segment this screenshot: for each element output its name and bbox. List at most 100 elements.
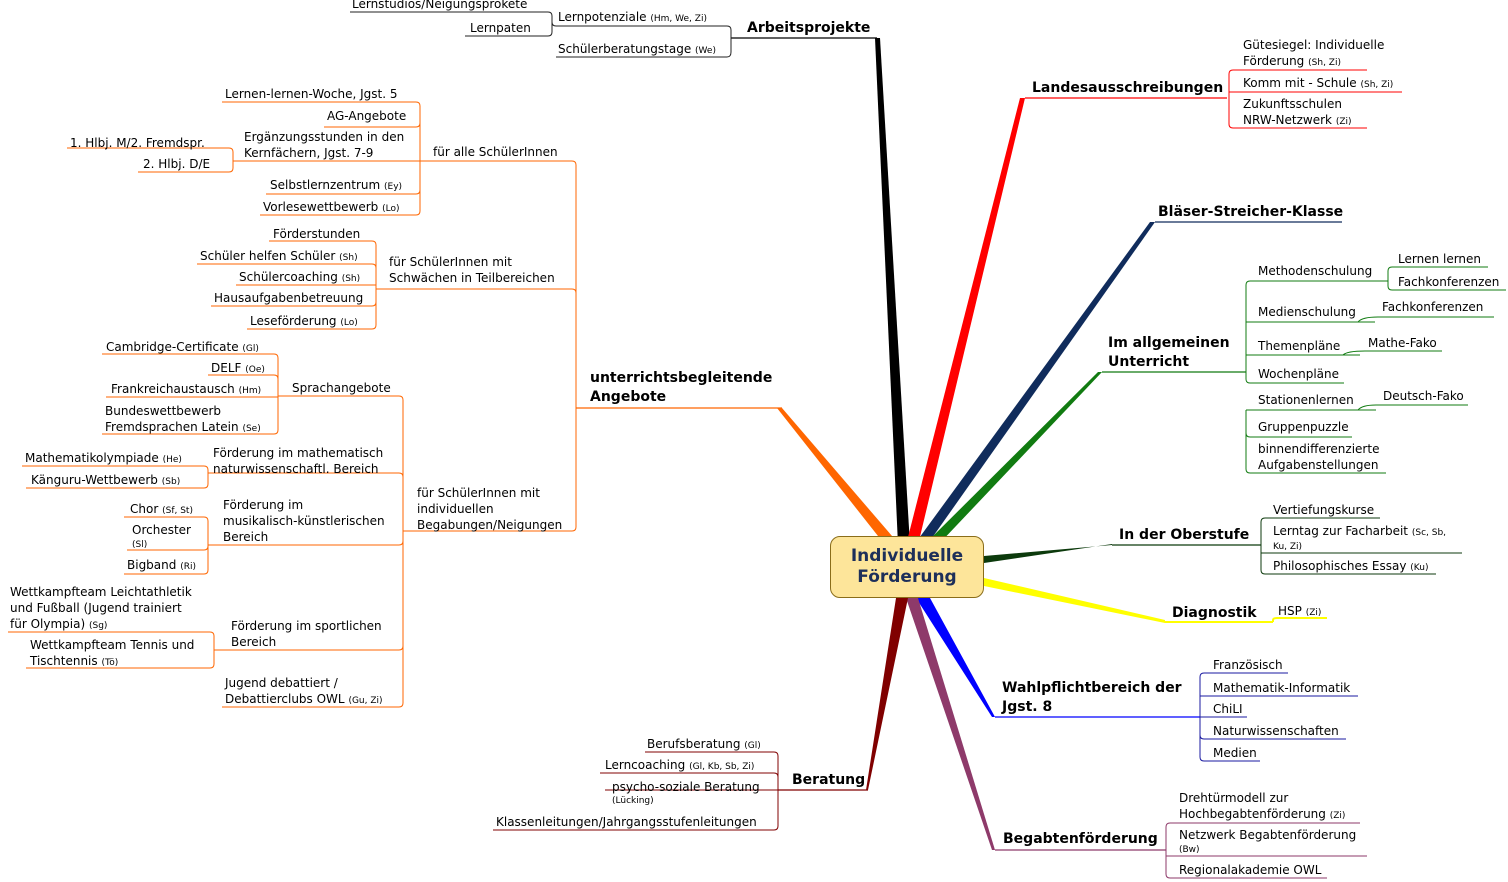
node-hsp[interactable]: HSP (Zi): [1278, 603, 1321, 621]
label: Schülerberatungstage: [558, 42, 692, 56]
node-fuer-alle-schuelerinnen[interactable]: für alle SchülerInnen: [433, 145, 558, 159]
node-jugend-debattiert[interactable]: Jugend debattiert /Debattierclubs OWL (G…: [225, 675, 383, 709]
node-lesefoerderung[interactable]: Leseförderung (Lo): [250, 313, 358, 331]
node-fachkonferenzen-1[interactable]: Fachkonferenzen: [1398, 275, 1500, 289]
label: Ergänzungsstunden in den: [244, 130, 405, 144]
branch-arbeitsprojekte: [875, 38, 910, 545]
node-foerderstunden[interactable]: Förderstunden: [273, 227, 361, 241]
node-lernen-lernen[interactable]: Lernen lernen: [1398, 252, 1482, 266]
branch-diagnostik: [984, 578, 1165, 623]
label: Chor: [130, 502, 159, 516]
owner: (Gl): [242, 344, 259, 354]
owner: (Sg): [88, 621, 108, 631]
node-lernstudios[interactable]: Lernstudios/Neigungsprokete: [352, 0, 528, 11]
central-topic[interactable]: Individuelle Förderung: [830, 536, 984, 598]
topic-landesausschreibungen[interactable]: Landesausschreibungen: [1032, 80, 1224, 96]
node-medien[interactable]: Medien: [1213, 746, 1257, 760]
node-vorlesewettbewerb[interactable]: Vorlesewettbewerb (Lo): [263, 199, 399, 217]
label: naturwissenschaftl. Bereich: [213, 462, 379, 476]
node-mathematik-informatik[interactable]: Mathematik-Informatik: [1213, 681, 1351, 695]
node-psycho-soziale-beratung[interactable]: psycho-soziale Beratung(Lücking): [612, 779, 760, 813]
node-vertiefungskurse[interactable]: Vertiefungskurse: [1273, 503, 1375, 517]
label: Drehtürmodell zur: [1179, 791, 1289, 805]
node-wochenplaene[interactable]: Wochenpläne: [1258, 367, 1339, 381]
node-medienschulung[interactable]: Medienschulung: [1258, 305, 1356, 319]
owner: (Sl): [132, 540, 148, 550]
topic-begabtenfoerderung[interactable]: Begabtenförderung: [1003, 831, 1158, 847]
node-hausaufgabenbetreuung[interactable]: Hausaufgabenbetreuung: [214, 291, 364, 305]
node-stationenlernen[interactable]: Stationenlernen: [1258, 393, 1354, 407]
owner: (Ri): [180, 562, 196, 572]
node-deutsch-fako[interactable]: Deutsch-Fako: [1383, 389, 1464, 403]
node-hlbj-1[interactable]: 1. Hlbj. M/2. Fremdspr.: [70, 136, 205, 150]
topic-beratung[interactable]: Beratung: [792, 772, 866, 788]
node-cambridge[interactable]: Cambridge-Certificate (Gl): [106, 339, 259, 357]
central-topic-line1: Individuelle: [850, 546, 964, 566]
owner: (Sb): [161, 477, 181, 487]
node-fachkonferenzen-2[interactable]: Fachkonferenzen: [1382, 300, 1484, 314]
node-lernpaten[interactable]: Lernpaten: [470, 21, 531, 35]
node-naturwissenschaften[interactable]: Naturwissenschaften: [1213, 724, 1339, 738]
node-schuelercoaching[interactable]: Schülercoaching (Sh): [239, 269, 360, 287]
node-netzwerk-begabtenfoerderung[interactable]: Netzwerk Begabtenförderung(Bw): [1179, 827, 1356, 861]
node-methodenschulung[interactable]: Methodenschulung: [1258, 264, 1373, 278]
topic-diagnostik[interactable]: Diagnostik: [1172, 605, 1257, 621]
node-komm-mit[interactable]: Komm mit - Schule (Sh, Zi): [1243, 75, 1393, 93]
label: Fremdsprachen Latein: [105, 420, 239, 434]
node-lerncoaching[interactable]: Lerncoaching (Gl, Kb, Sb, Zi): [605, 757, 754, 775]
node-ag-angebote[interactable]: AG-Angebote: [327, 109, 407, 123]
node-lerntag-facharbeit[interactable]: Lerntag zur Facharbeit (Sc, Sb,Ku, Zi): [1273, 523, 1446, 559]
node-selbstlernzentrum[interactable]: Selbstlernzentrum (Ey): [270, 177, 402, 195]
node-lernpotenziale[interactable]: Lernpotenziale (Hm, We, Zi): [558, 9, 707, 27]
node-regionalakademie[interactable]: Regionalakademie OWL: [1179, 863, 1322, 877]
node-bigband[interactable]: Bigband (Ri): [127, 557, 196, 575]
label: Bereich: [231, 635, 277, 649]
node-kaenguru-wettbewerb[interactable]: Känguru-Wettbewerb (Sb): [31, 472, 180, 490]
owner: (Zi): [1335, 117, 1352, 127]
node-hlbj-2[interactable]: 2. Hlbj. D/E: [143, 157, 211, 171]
node-franzoesisch[interactable]: Französisch: [1213, 658, 1283, 672]
label: musikalisch-künstlerischen: [223, 514, 385, 528]
node-lernen-lernen-woche[interactable]: Lernen-lernen-Woche, Jgst. 5: [225, 87, 398, 101]
label: Lerncoaching: [605, 758, 686, 772]
topic-blaeser-streicher[interactable]: Bläser-Streicher-Klasse: [1158, 204, 1344, 220]
node-philosophisches-essay[interactable]: Philosophisches Essay (Ku): [1273, 558, 1428, 576]
label: Schülercoaching: [239, 270, 338, 284]
node-gruppenpuzzle[interactable]: Gruppenpuzzle: [1258, 420, 1349, 434]
node-orchester[interactable]: Orchester(Sl): [132, 522, 191, 556]
node-mathe-fako[interactable]: Mathe-Fako: [1368, 336, 1437, 350]
node-mathematikolympiade[interactable]: Mathematikolympiade (He): [25, 450, 182, 468]
node-chili[interactable]: ChiLI: [1213, 702, 1243, 716]
node-frankreichaustausch[interactable]: Frankreichaustausch (Hm): [111, 381, 261, 399]
node-sprachangebote[interactable]: Sprachangebote: [292, 381, 391, 395]
owner: (He): [162, 455, 182, 465]
node-themenplaene[interactable]: Themenpläne: [1258, 339, 1341, 353]
topic-arbeitsprojekte[interactable]: Arbeitsprojekte: [747, 20, 871, 36]
node-berufsberatung[interactable]: Berufsberatung (Gl): [647, 736, 761, 754]
node-chor[interactable]: Chor (Sf, St): [130, 501, 193, 519]
node-delf[interactable]: DELF (Oe): [211, 360, 265, 378]
node-schuelerberatungstage[interactable]: Schülerberatungstage (We): [558, 41, 716, 59]
node-klassenleitungen[interactable]: Klassenleitungen/Jahrgangsstufenleitunge…: [496, 815, 757, 829]
node-schueler-helfen-schueler[interactable]: Schüler helfen Schüler (Sh): [200, 248, 358, 266]
label: Aufgabenstellungen: [1258, 458, 1379, 472]
label: Förderung im sportlichen: [231, 619, 382, 633]
topic-oberstufe[interactable]: In der Oberstufe: [1119, 527, 1250, 543]
